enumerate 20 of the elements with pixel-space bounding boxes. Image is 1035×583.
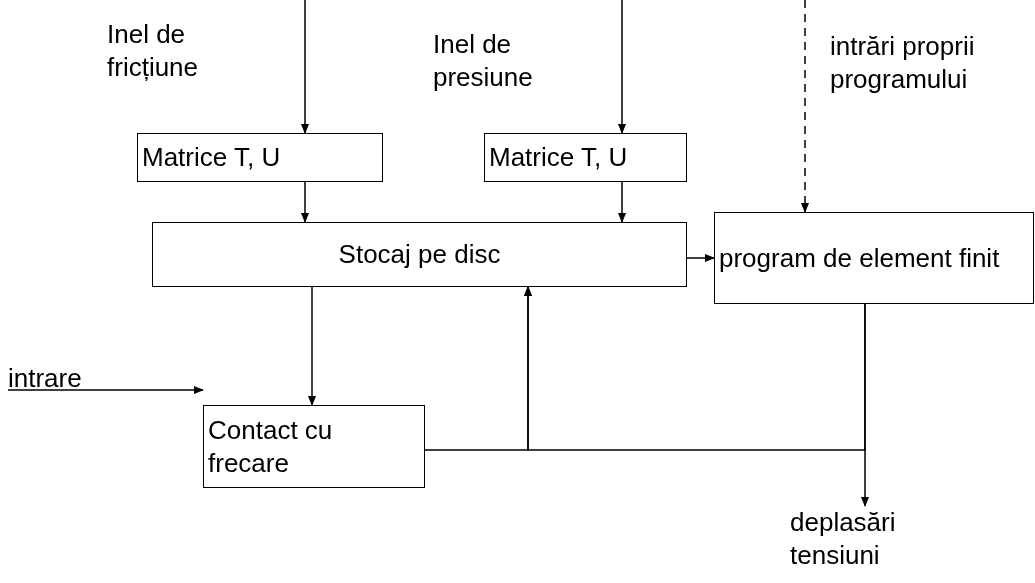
- process-box: Stocaj pe disc: [152, 222, 687, 287]
- arrow: [686, 254, 715, 262]
- process-box: program de element finit: [714, 212, 1034, 304]
- arrow: [618, 0, 626, 134]
- flow-text: deplasări tensiuni: [790, 506, 930, 576]
- arrow: [524, 286, 866, 451]
- arrow: [301, 0, 309, 134]
- arrow: [861, 303, 869, 507]
- process-box: Contact cu frecare: [203, 405, 425, 488]
- arrow: [7, 386, 204, 394]
- process-box: Matrice T, U: [484, 133, 687, 182]
- input-label: Inel de fricțiune: [107, 18, 200, 83]
- arrow: [301, 181, 309, 223]
- arrow: [618, 181, 626, 223]
- arrow: [308, 286, 316, 406]
- flow-text: intrare: [8, 362, 128, 394]
- process-box: Matrice T, U: [137, 133, 383, 182]
- input-label: Inel de presiune: [433, 28, 534, 93]
- input-label: intrări proprii programului: [830, 30, 976, 95]
- arrow: [801, 0, 809, 213]
